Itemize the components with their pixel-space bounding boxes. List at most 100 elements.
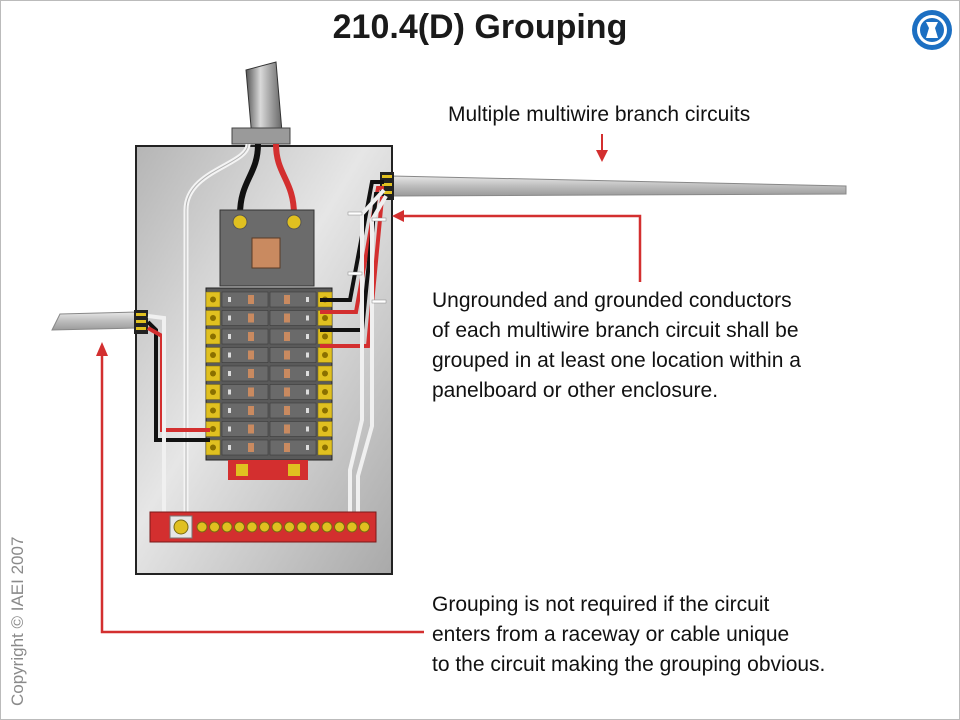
- requirement-line-3: grouped in at least one location within …: [432, 349, 801, 372]
- breaker-handle: [248, 350, 254, 360]
- left-cable: [51, 311, 139, 331]
- breaker-indicator: [228, 408, 231, 413]
- breaker-indicator: [228, 426, 231, 432]
- breaker-indicator: [306, 389, 309, 395]
- breaker-screw: [322, 444, 328, 451]
- label-grouping-requirement: Ungrounded and grounded conductors of ea…: [432, 286, 801, 406]
- breaker-indicator: [228, 371, 231, 376]
- breaker-screw: [210, 389, 216, 395]
- arrow-bottom-line: [100, 354, 424, 634]
- arrow-middle-head: [392, 210, 404, 222]
- breaker-body-right: [269, 328, 317, 345]
- breaker-handle: [284, 332, 290, 341]
- neutral-screw: [246, 521, 258, 533]
- neutral-screw: [196, 521, 208, 533]
- neutral-screw: [296, 521, 308, 533]
- breaker-handle: [248, 295, 254, 304]
- breaker-screw: [210, 444, 216, 451]
- breaker-screw: [322, 352, 328, 358]
- breaker-screw: [322, 389, 328, 395]
- breaker-body-right: [269, 365, 317, 382]
- requirement-line-2: of each multiwire branch circuit shall b…: [432, 319, 799, 342]
- breaker-body-left: [221, 291, 269, 308]
- iaei-logo: [912, 10, 952, 50]
- left-neutral: [147, 314, 166, 520]
- main-breaker-handle: [251, 237, 281, 269]
- breaker-body-right: [269, 310, 317, 326]
- breaker-indicator: [306, 352, 309, 358]
- breaker-screw: [210, 315, 216, 321]
- neutral-screw: [334, 521, 345, 533]
- service-wire-red: [273, 143, 297, 216]
- breaker-indicator: [306, 334, 309, 339]
- neutral-screw: [234, 521, 245, 533]
- breaker-indicator: [228, 352, 231, 358]
- breaker-indicator: [228, 315, 231, 321]
- breaker-body-right: [269, 421, 317, 437]
- conduit-connector: [231, 127, 291, 145]
- breaker-screw: [210, 426, 216, 432]
- branch-neutral-1: [348, 188, 386, 520]
- breaker-body-left: [221, 439, 269, 456]
- breaker-indicator: [306, 371, 309, 376]
- breaker-indicator: [306, 426, 309, 432]
- breaker-handle: [284, 369, 290, 378]
- breaker-handle: [248, 313, 254, 323]
- branch-neutral-2: [356, 194, 388, 520]
- breaker-screw: [210, 370, 216, 377]
- breaker-handle: [284, 387, 290, 397]
- breaker-body-left: [221, 421, 269, 437]
- neutral-screw: [284, 521, 295, 533]
- breaker-body-right: [269, 347, 317, 363]
- requirement-line-1: Ungrounded and grounded conductors: [432, 289, 792, 312]
- breaker-indicator: [228, 297, 231, 302]
- breaker-handle: [248, 424, 254, 434]
- right-cable: [391, 175, 847, 197]
- requirement-line-4: panelboard or other enclosure.: [432, 379, 719, 402]
- neutral-bar-screws: [173, 519, 370, 535]
- exception-line-1: Grouping is not required if the circuit: [432, 593, 770, 616]
- breaker-body-right: [269, 291, 317, 308]
- breaker-body-left: [221, 347, 269, 363]
- arrow-top-head: [596, 150, 608, 162]
- copyright-notice: Copyright © IAEI 2007: [8, 536, 27, 706]
- branch-breakers: [205, 287, 333, 461]
- breaker-body-left: [221, 310, 269, 326]
- breaker-body-left: [221, 384, 269, 400]
- breaker-screw: [322, 370, 328, 377]
- left-wire-black: [146, 320, 210, 442]
- breaker-handle: [248, 406, 254, 415]
- breaker-indicator: [228, 334, 231, 339]
- breaker-body-left: [221, 365, 269, 382]
- branch-wire-red-1: [320, 186, 384, 314]
- service-wire-black: [237, 143, 261, 216]
- breaker-screw: [210, 407, 216, 414]
- breaker-body-right: [269, 402, 317, 419]
- breaker-handle: [248, 332, 254, 341]
- breaker-handle: [284, 424, 290, 434]
- breaker-screw: [210, 296, 216, 303]
- neutral-screw: [321, 521, 333, 533]
- neutral-screw: [309, 521, 320, 533]
- breaker-handle: [284, 313, 290, 323]
- breaker-handle: [284, 350, 290, 360]
- arrow-bottom-head: [96, 342, 108, 356]
- breaker-indicator: [228, 445, 231, 450]
- conduit-pipe: [245, 61, 283, 139]
- main-lug-left: [232, 214, 248, 230]
- breaker-indicator: [306, 445, 309, 450]
- breaker-handle: [248, 387, 254, 397]
- breaker-handle: [248, 443, 254, 452]
- breaker-screw: [322, 333, 328, 340]
- breaker-indicator: [306, 297, 309, 302]
- breaker-handle: [248, 369, 254, 378]
- neutral-screw: [359, 521, 370, 533]
- breaker-body-left: [221, 402, 269, 419]
- slide-title: 210.4(D) Grouping: [332, 8, 628, 46]
- breaker-screw: [322, 426, 328, 432]
- neutral-main-screw: [173, 519, 189, 535]
- breaker-body-right: [269, 439, 317, 456]
- breaker-handle: [284, 295, 290, 304]
- breaker-screw: [210, 333, 216, 340]
